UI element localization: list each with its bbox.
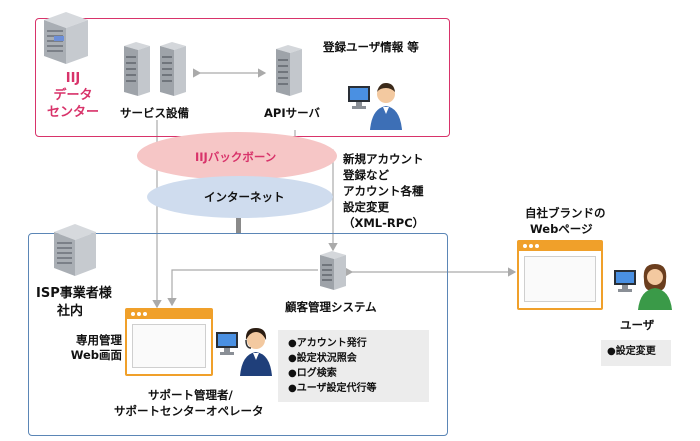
datacenter-building-icon [44, 12, 88, 64]
customer-system-label: 顧客管理システム [285, 300, 377, 314]
datacenter-label-3: センター [46, 105, 99, 120]
user-feature-item: ●設定変更 [607, 346, 656, 357]
api-note-line-2: 登録など [343, 168, 389, 182]
isp-label-1: ISP事業者様 [36, 286, 112, 301]
admin-screen-label-1: 専用管理 [76, 333, 122, 347]
api-note-line-4: 設定変更 [343, 200, 389, 214]
datacenter-label-1: IIJ [65, 71, 81, 86]
feature-item: ●アカウント発行 [288, 338, 367, 349]
api-note-line-5: （XML-RPC） [343, 216, 425, 230]
service-servers-icon [124, 42, 186, 96]
brand-page-label-1: 自社ブランドの [525, 206, 606, 220]
operator-label-2: サポートセンターオペレータ [114, 404, 264, 418]
internet-label: インターネット [204, 190, 285, 204]
feature-item: ●ユーザ設定代行等 [288, 383, 377, 394]
backbone-label: IIJバックボーン [195, 150, 277, 164]
isp-box [28, 233, 448, 436]
admin-web-window [125, 308, 213, 376]
user-feature-box: ●設定変更 [601, 340, 671, 366]
datacenter-operator-icon [348, 83, 402, 130]
end-user-icon [614, 264, 672, 310]
datacenter-label-2: データ [53, 88, 93, 103]
end-user-label: ユーザ [620, 318, 655, 332]
brand-page-label-2: Webページ [530, 222, 593, 236]
feature-item: ●ログ検索 [288, 368, 337, 379]
internet-isp-link [236, 212, 241, 234]
api-server-label: APIサーバ [264, 106, 320, 120]
feature-list: ●アカウント発行 ●設定状況照会 ●ログ検索 ●ユーザ設定代行等 [278, 330, 429, 402]
api-server-icon [276, 45, 302, 96]
internet-ellipse [147, 176, 333, 218]
operator-label-1: サポート管理者/ [148, 388, 233, 402]
customer-admin-link [167, 269, 318, 307]
api-note: 新規アカウント 登録など アカウント各種 設定変更 （XML-RPC） [343, 151, 424, 231]
support-operator-icon [216, 328, 272, 376]
brand-web-window [517, 240, 603, 310]
feature-item: ●設定状況照会 [288, 353, 357, 364]
backbone-ellipse [137, 132, 337, 180]
admin-screen-label-2: Web画面 [70, 348, 122, 362]
customer-system-server-icon [320, 251, 346, 290]
service-facility-label: サービス設備 [120, 106, 189, 120]
isp-building-icon [54, 224, 96, 276]
api-note-line-1: 新規アカウント [343, 152, 424, 166]
user-registration-label: 登録ユーザ情報 等 [323, 40, 419, 54]
api-note-line-3: アカウント各種 [343, 184, 424, 198]
isp-label-2: 社内 [57, 304, 84, 319]
